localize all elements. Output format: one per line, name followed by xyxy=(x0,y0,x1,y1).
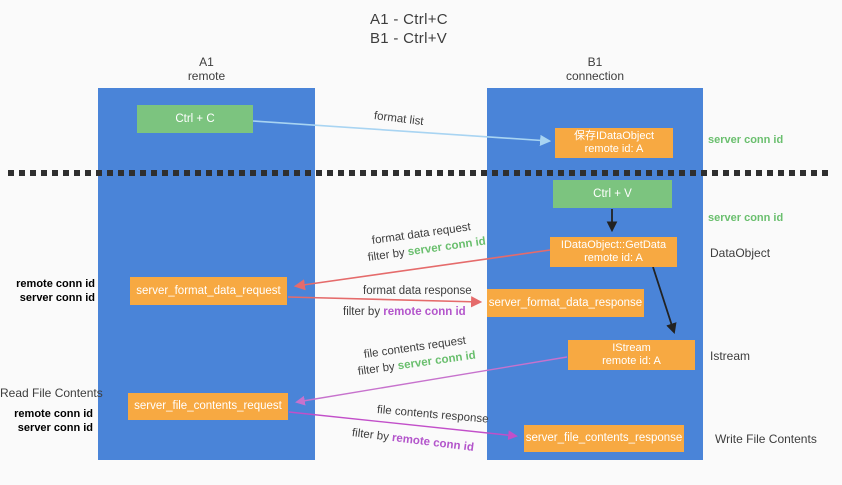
filter-by-text: filter by xyxy=(343,306,384,318)
node-save-idataobject: 保存IDataObject remote id: A xyxy=(555,128,673,158)
title-line-b1: B1 - Ctrl+V xyxy=(370,30,448,47)
lane-b1-subtitle: connection xyxy=(565,69,625,83)
remote-conn-id-text: remote conn id xyxy=(383,306,466,318)
node-server-format-data-response: server_format_data_response xyxy=(487,289,644,317)
remote-conn-id-text: remote conn id xyxy=(391,431,475,454)
server-conn-id-annotation: server conn id xyxy=(19,292,95,304)
node-ctrl-c: Ctrl + C xyxy=(137,105,253,133)
lane-a1-subtitle: remote xyxy=(187,69,226,83)
annotation-istream: Istream xyxy=(710,349,751,363)
label-format-list: format list xyxy=(373,110,425,129)
annotation-conn-ids-lower-left: remote conn id server conn id xyxy=(0,407,93,435)
node-getdata-line2: remote id: A xyxy=(584,252,643,264)
lane-a1-name: A1 xyxy=(199,55,214,69)
remote-conn-id-annotation: remote conn id xyxy=(16,278,95,290)
annotation-server-conn-id-right-1: server conn id xyxy=(708,134,784,146)
node-format-request-label: server_format_data_request xyxy=(136,284,281,297)
node-istream-line1: IStream xyxy=(612,342,651,354)
node-format-response-label: server_format_data_response xyxy=(488,296,643,309)
node-ctrl-v: Ctrl + V xyxy=(553,180,672,208)
session-divider xyxy=(8,170,830,176)
lane-header-a1: A1 remote xyxy=(98,55,315,83)
node-istream: IStream remote id: A xyxy=(568,340,695,370)
filter-by-text: filter by xyxy=(357,360,399,378)
annotation-write-file-contents: Write File Contents xyxy=(715,432,817,446)
label-filter-by-remote-conn-id-1: filter by remote conn id xyxy=(343,306,466,318)
annotation-dataobject: DataObject xyxy=(710,246,771,260)
annotation-conn-ids-upper-left: remote conn id server conn id xyxy=(0,277,95,305)
node-ctrl-c-label: Ctrl + C xyxy=(175,112,215,125)
node-save-idataobject-line2: remote id: A xyxy=(584,143,644,155)
node-idataobject-getdata: IDataObject::GetData remote id: A xyxy=(550,237,677,267)
filter-by-text: filter by xyxy=(351,427,393,444)
format-data-response-arrow xyxy=(287,296,483,308)
lane-header-b1: B1 connection xyxy=(487,55,703,83)
annotation-read-file-contents: Read File Contents xyxy=(0,386,103,400)
label-filter-by-remote-conn-id-2: filter by remote conn id xyxy=(351,427,474,454)
label-format-data-response: format data response xyxy=(363,285,472,297)
diagram-title: A1 - Ctrl+C B1 - Ctrl+V xyxy=(370,10,448,48)
server-conn-id-annotation: server conn id xyxy=(17,422,93,434)
node-istream-line2: remote id: A xyxy=(602,355,661,367)
label-file-contents-response: file contents response xyxy=(376,404,489,426)
node-file-response-label: server_file_contents_response xyxy=(525,432,683,444)
annotation-server-conn-id-right-2: server conn id xyxy=(708,212,784,224)
node-save-idataobject-line1: 保存IDataObject xyxy=(573,130,655,142)
node-server-file-contents-response: server_file_contents_response xyxy=(524,425,684,452)
node-ctrl-v-label: Ctrl + V xyxy=(593,187,632,200)
title-line-a1: A1 - Ctrl+C xyxy=(370,11,448,28)
node-file-request-label: server_file_contents_request xyxy=(134,400,282,412)
node-server-file-contents-request: server_file_contents_request xyxy=(128,393,288,420)
remote-conn-id-annotation: remote conn id xyxy=(14,408,93,420)
lane-b1-name: B1 xyxy=(587,55,603,69)
filter-by-text: filter by xyxy=(367,246,409,264)
node-getdata-line1: IDataObject::GetData xyxy=(560,239,667,251)
node-server-format-data-request: server_format_data_request xyxy=(130,277,287,305)
